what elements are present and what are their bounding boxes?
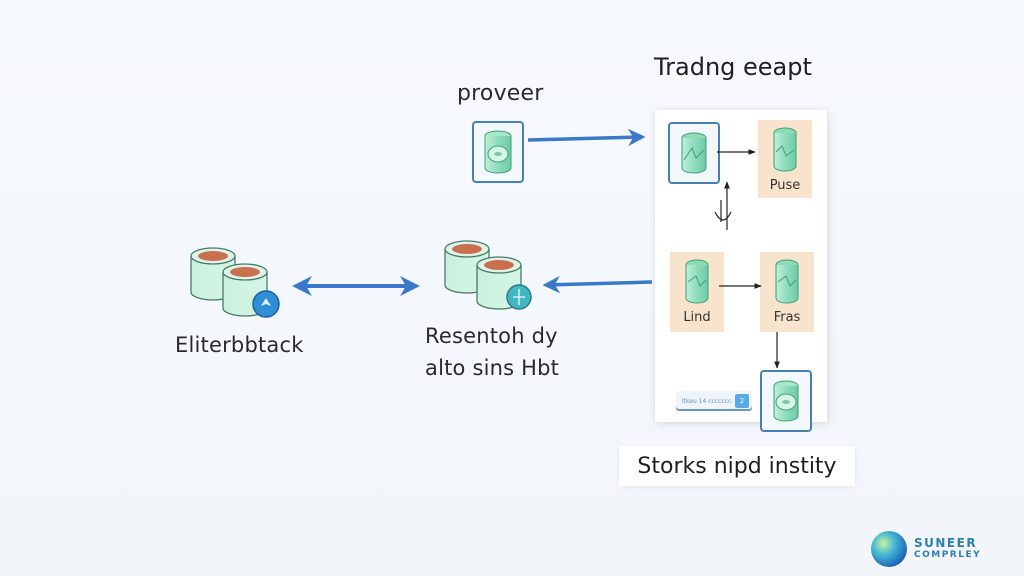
connector-fork — [714, 200, 732, 222]
bottom-caption: Storks nipd instity — [619, 446, 855, 486]
database-icon — [444, 240, 532, 310]
bidirectional-arrow — [292, 276, 420, 296]
panel-node-top-left[interactable] — [668, 122, 720, 184]
panel-node-top-right-caption: Puse — [769, 178, 801, 193]
logo-line2: COMPRLEY — [914, 550, 982, 560]
middle-node-label-line1: Resentoh dy — [425, 324, 558, 348]
panel-node-mid-right-caption: Fras — [773, 310, 801, 325]
logo-line1: SUNEER — [914, 536, 978, 550]
cylinder-icon — [681, 132, 707, 174]
bottom-caption-text: Storks nipd instity — [637, 453, 837, 479]
middle-node-label-line2: alto sins Hbt — [425, 356, 560, 380]
panel-title: Tradng eeapt — [654, 53, 812, 81]
panel-node-mid-right[interactable]: Fras — [760, 252, 814, 332]
cylinder-icon — [484, 130, 512, 174]
left-database-node[interactable] — [186, 244, 286, 322]
mini-submit-button[interactable]: 2 — [735, 394, 749, 408]
database-icon — [190, 247, 280, 318]
mini-search-input[interactable]: ltkeu 14 ccccccce 2 — [676, 391, 752, 411]
arrow-provider-to-panel — [527, 128, 646, 147]
company-logo-text: SUNEER COMPRLEY — [914, 537, 981, 561]
panel-node-top-right[interactable]: Puse — [758, 120, 812, 198]
panel-connectors — [714, 149, 780, 369]
arrow-panel-to-middle — [542, 275, 653, 294]
cylinder-icon — [685, 259, 709, 304]
panel-node-mid-left-caption: Lind — [683, 310, 711, 325]
provider-node[interactable] — [472, 121, 524, 183]
cylinder-icon — [773, 127, 797, 172]
middle-node-label: Resentoh dy alto sins Hbt — [425, 320, 559, 384]
cylinder-icon — [775, 259, 799, 304]
provider-label: proveer — [457, 81, 544, 106]
panel-node-mid-left[interactable]: Lind — [670, 252, 724, 332]
mini-input-text: ltkeu 14 ccccccce — [682, 397, 732, 405]
company-logo-icon — [871, 531, 907, 567]
panel-node-bottom-right[interactable] — [760, 370, 812, 432]
left-node-label: Eliterbbtack — [175, 333, 304, 357]
middle-database-node[interactable] — [440, 237, 540, 317]
cylinder-icon — [773, 380, 799, 422]
